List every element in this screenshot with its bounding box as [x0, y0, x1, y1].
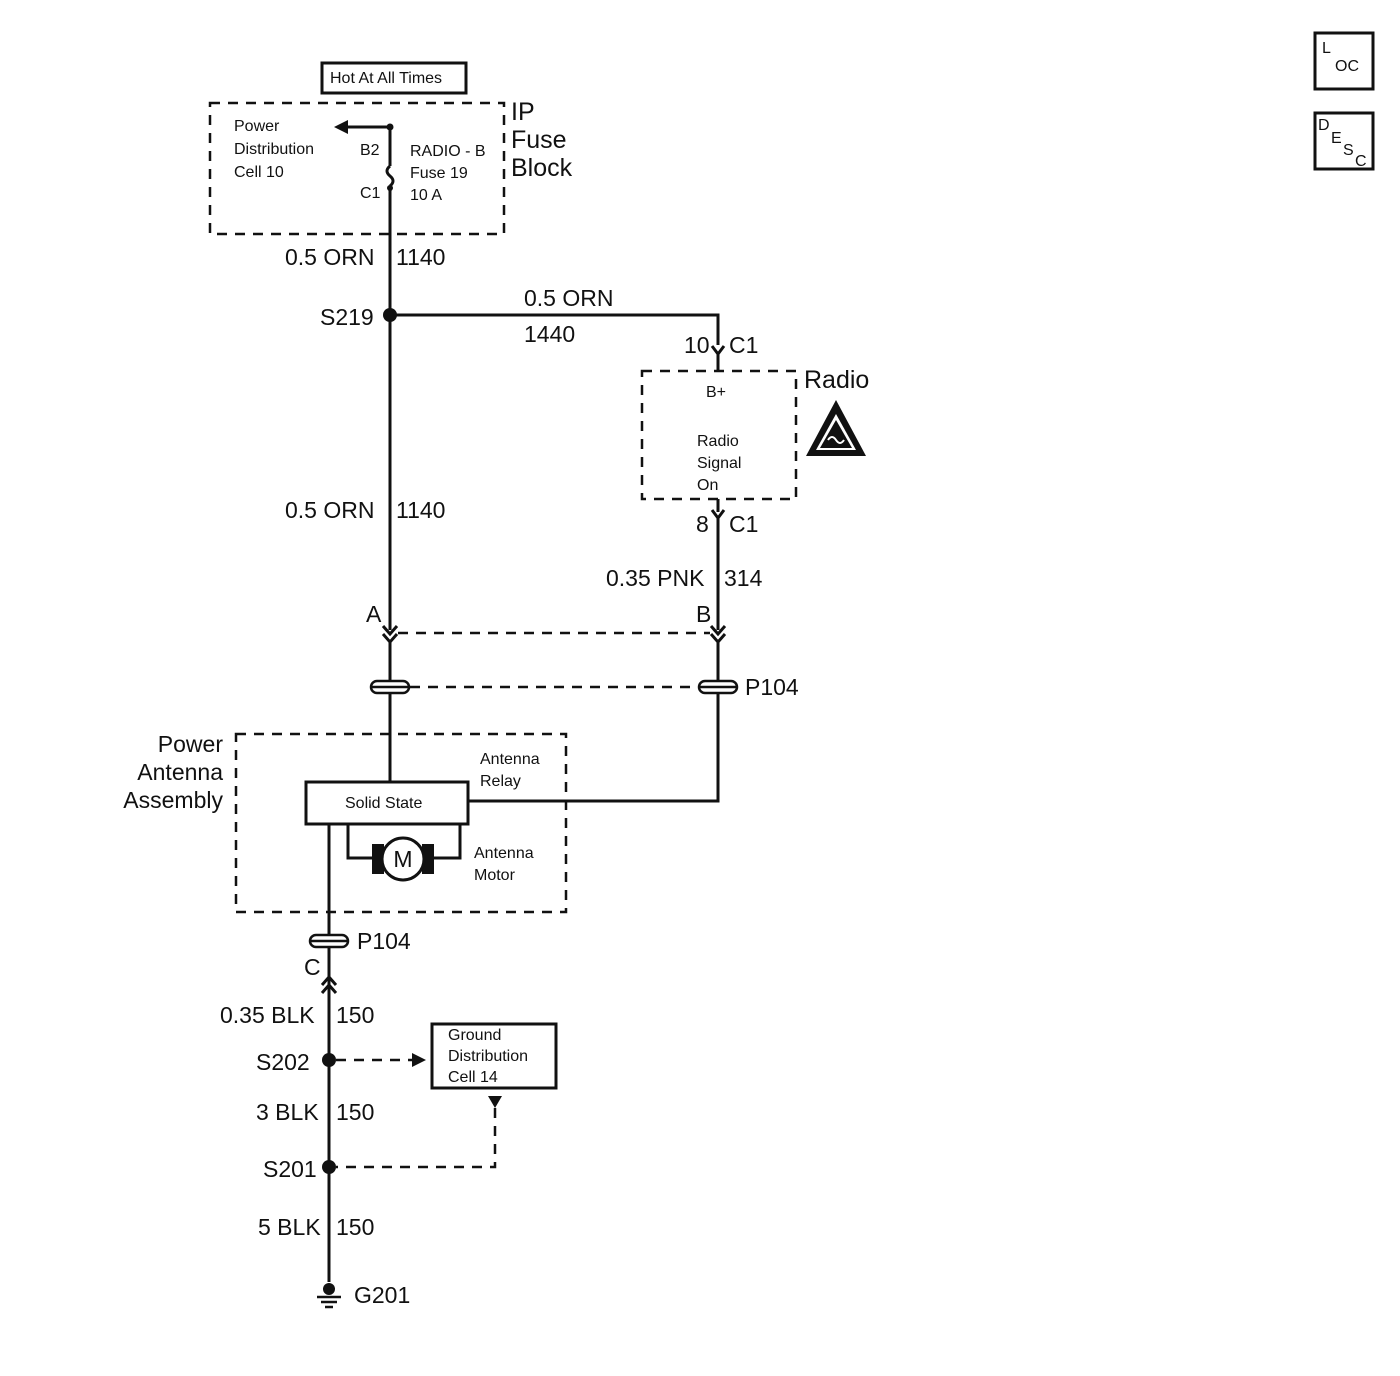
wire-1440 — [390, 313, 720, 345]
solid-state-relay: Solid State — [304, 780, 470, 826]
p104-connector-right-icon — [697, 679, 739, 695]
esd-warning-icon — [806, 400, 866, 456]
ip-fuse-block-name: IP Fuse Block — [511, 98, 573, 182]
svg-text:S: S — [1343, 142, 1354, 159]
svg-text:Block: Block — [511, 154, 573, 182]
fuse-19-label: RADIO - B Fuse 19 10 A — [410, 143, 486, 204]
radio-title: Radio — [804, 366, 869, 394]
wire-label-orn-1: 0.5 ORN — [285, 244, 374, 270]
p104-connector-left-icon — [369, 679, 411, 695]
pin-b2: B2 — [360, 142, 380, 159]
arrow-down-icon — [488, 1096, 502, 1108]
p104-connector-bottom-icon — [308, 933, 350, 949]
circuit-150-mid: 150 — [336, 1099, 374, 1125]
circuit-1440: 1440 — [524, 321, 575, 347]
circuit-1140-top: 1140 — [396, 244, 445, 270]
radio-pin-8: 8 — [696, 511, 709, 537]
svg-text:Power: Power — [234, 118, 280, 135]
splice-s202-label: S202 — [256, 1049, 310, 1075]
svg-text:Fuse 19: Fuse 19 — [410, 165, 468, 182]
antenna-relay-label: Antenna Relay — [480, 751, 540, 790]
radio-c1-pin10-icon — [710, 345, 726, 357]
svg-text:D: D — [1318, 117, 1330, 134]
radio-conn-c1-top: C1 — [729, 332, 758, 358]
splice-s202 — [322, 1053, 336, 1067]
svg-text:Power: Power — [158, 731, 224, 757]
svg-text:Antenna: Antenna — [474, 845, 534, 862]
radio-bplus: B+ — [706, 384, 726, 401]
ground-g201-label: G201 — [354, 1282, 410, 1308]
radio-module-outline — [640, 369, 798, 501]
svg-text:E: E — [1331, 130, 1342, 147]
ground-g201-icon — [317, 1283, 341, 1309]
wire-label-blk-1: 0.35 BLK — [220, 1002, 315, 1028]
svg-text:IP: IP — [511, 98, 535, 126]
fuse-icon — [385, 164, 395, 188]
arrow-right-icon — [412, 1053, 426, 1067]
circuit-150-top: 150 — [336, 1002, 374, 1028]
svg-text:Distribution: Distribution — [234, 141, 314, 158]
svg-text:Relay: Relay — [480, 773, 521, 790]
splice-s201 — [322, 1160, 336, 1174]
svg-text:Antenna: Antenna — [137, 759, 223, 785]
svg-text:OC: OC — [1335, 58, 1359, 75]
svg-text:C: C — [1355, 153, 1367, 170]
svg-text:RADIO - B: RADIO - B — [410, 143, 486, 160]
hot-at-all-times-label: Hot At All Times — [320, 61, 468, 95]
svg-text:M: M — [393, 846, 412, 872]
power-antenna-assembly-outline — [234, 732, 568, 914]
svg-text:Cell 10: Cell 10 — [234, 164, 284, 181]
svg-text:Motor: Motor — [474, 867, 516, 884]
svg-text:Hot At All Times: Hot At All Times — [330, 70, 442, 87]
splice-s201-label: S201 — [263, 1156, 317, 1182]
splice-s219-label: S219 — [320, 304, 374, 330]
svg-text:L: L — [1322, 40, 1331, 57]
power-distribution-cell-label: Power Distribution Cell 10 — [234, 118, 314, 181]
svg-text:Solid State: Solid State — [345, 795, 422, 812]
svg-text:Assembly: Assembly — [123, 787, 223, 813]
connector-c-label: C — [304, 954, 321, 980]
svg-text:10 A: 10 A — [410, 187, 442, 204]
wire-label-orn-2: 0.5 ORN — [524, 285, 613, 311]
arrow-left-icon — [334, 120, 348, 134]
p104-label-top: P104 — [745, 674, 799, 700]
connector-b-label: B — [696, 601, 711, 627]
power-antenna-assembly-label: Power Antenna Assembly — [123, 731, 223, 813]
radio-conn-c1-bottom: C1 — [729, 511, 758, 537]
connector-a-label: A — [366, 601, 382, 627]
circuit-314: 314 — [724, 565, 763, 591]
ground-distribution-label: Ground Distribution Cell 14 — [430, 1022, 558, 1090]
wire-label-blk-2: 3 BLK — [256, 1099, 319, 1125]
ip-fuse-block-outline — [208, 101, 506, 236]
wire-label-blk-3: 5 BLK — [258, 1214, 321, 1240]
antenna-motor-icon: M — [372, 836, 434, 882]
wire-label-pnk: 0.35 PNK — [606, 565, 705, 591]
pin-c1-fuse: C1 — [360, 185, 381, 202]
radio-signal-label: Radio Signal On — [697, 433, 741, 494]
svg-text:On: On — [697, 477, 718, 494]
antenna-motor-label: Antenna Motor — [474, 845, 534, 884]
svg-text:Cell 14: Cell 14 — [448, 1069, 498, 1086]
svg-text:Distribution: Distribution — [448, 1048, 528, 1065]
svg-text:Signal: Signal — [697, 455, 741, 472]
desc-button[interactable]: D E S C — [1313, 111, 1375, 171]
circuit-1140-mid: 1140 — [396, 497, 445, 523]
svg-text:Fuse: Fuse — [511, 126, 567, 154]
connector-c-icon — [320, 974, 338, 994]
circuit-150-bottom: 150 — [336, 1214, 374, 1240]
svg-text:Antenna: Antenna — [480, 751, 540, 768]
svg-text:Radio: Radio — [697, 433, 739, 450]
radio-pin-10: 10 — [684, 332, 710, 358]
loc-button[interactable]: L OC — [1313, 31, 1375, 91]
wire-label-orn-3: 0.5 ORN — [285, 497, 374, 523]
svg-text:Ground: Ground — [448, 1027, 501, 1044]
p104-label-bottom: P104 — [357, 928, 411, 954]
